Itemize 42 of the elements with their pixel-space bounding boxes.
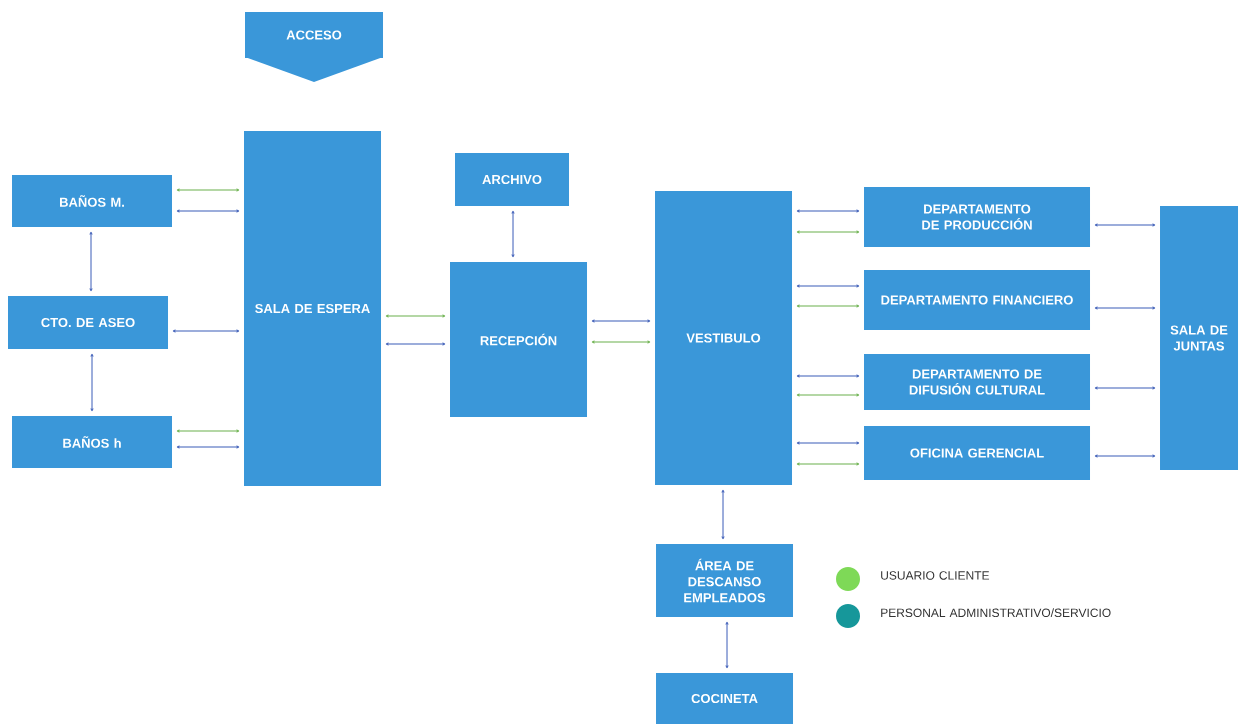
- arrow: [176, 209, 240, 213]
- area-box: ÁREA DE DESCANSO EMPLEADOS: [656, 544, 793, 617]
- area-box: OFICINA GERENCIAL: [864, 426, 1090, 480]
- arrow: [385, 314, 446, 318]
- area-box: DEPARTAMENTO DE DIFUSIÓN CULTURAL: [864, 354, 1090, 410]
- area-box: ARCHIVO: [455, 153, 569, 206]
- arrow: [172, 329, 240, 333]
- arrow: [511, 210, 515, 258]
- area-box: BAÑOS h: [12, 416, 172, 468]
- arrow: [796, 209, 860, 213]
- arrow: [89, 231, 93, 292]
- arrow: [796, 393, 860, 397]
- arrow: [385, 342, 446, 346]
- arrow: [1094, 306, 1156, 310]
- area-box: DEPARTAMENTO DE PRODUCCIÓN: [864, 187, 1090, 247]
- area-box: CTO. DE ASEO: [8, 296, 168, 349]
- arrow: [1094, 223, 1156, 227]
- area-box: SALA DE JUNTAS: [1160, 206, 1238, 470]
- arrow: [721, 489, 725, 540]
- legend-label: USUARIO CLIENTE: [881, 571, 990, 580]
- area-box: SALA DE ESPERA: [244, 131, 381, 486]
- arrow: [796, 374, 860, 378]
- arrow: [591, 319, 651, 323]
- arrow: [176, 445, 240, 449]
- arrow: [90, 353, 94, 412]
- arrow: [176, 429, 240, 433]
- arrow: [591, 340, 651, 344]
- area-box: BAÑOS M.: [12, 175, 172, 227]
- arrow: [796, 230, 860, 234]
- arrow: [796, 304, 860, 308]
- arrow: [796, 462, 860, 466]
- arrow: [725, 621, 729, 669]
- legend-label: PERSONAL ADMINISTRATIVO/SERVICIO: [881, 608, 1111, 617]
- area-box: VESTIBULO: [655, 191, 792, 485]
- arrow: [796, 441, 860, 445]
- arrow: [796, 284, 860, 288]
- area-box: COCINETA: [656, 673, 793, 724]
- area-box: DEPARTAMENTO FINANCIERO: [864, 270, 1090, 330]
- arrow: [1094, 386, 1156, 390]
- arrow: [1094, 454, 1156, 458]
- area-box: RECEPCIÓN: [450, 262, 587, 417]
- arrow: [176, 188, 240, 192]
